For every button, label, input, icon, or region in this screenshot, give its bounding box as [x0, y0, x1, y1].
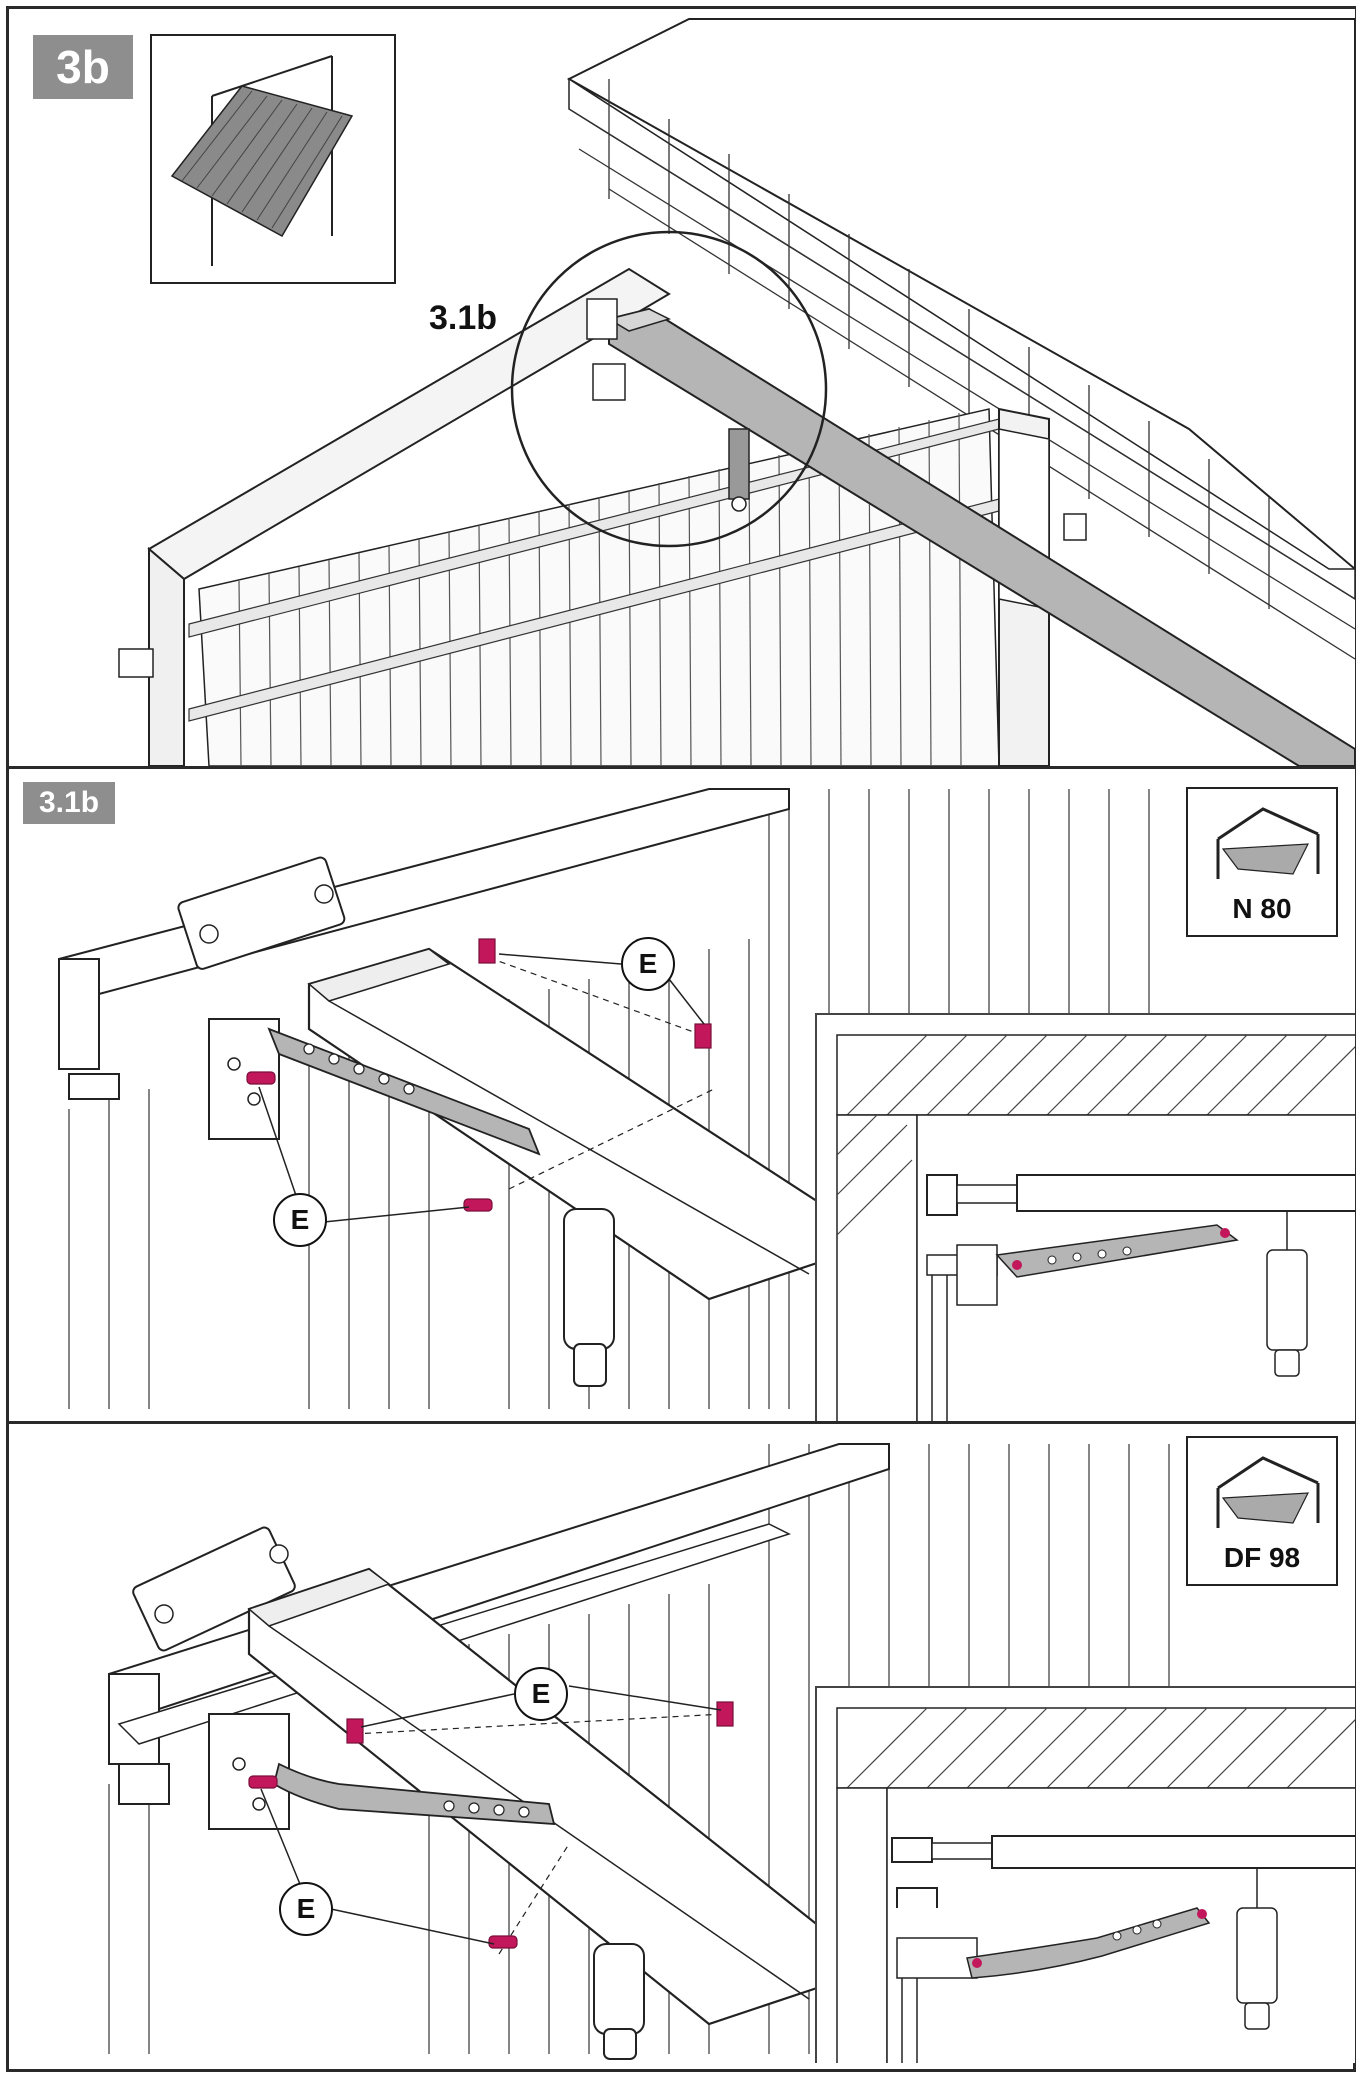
- fastener-label-e: E: [621, 937, 675, 991]
- n80-section-inset: [815, 1013, 1355, 1421]
- step-tag-3-1b: 3.1b: [23, 782, 115, 824]
- detail-callout-3-1b: 3.1b: [429, 299, 498, 337]
- up-and-over-door-icon: [170, 55, 354, 266]
- n80-section-diagram: [836, 1034, 1355, 1421]
- model-label: DF 98: [1223, 1542, 1301, 1573]
- df98-section-inset: [815, 1686, 1355, 2063]
- panel-df98: DF 98 E E: [9, 1424, 1355, 2063]
- df98-section-diagram: [836, 1707, 1355, 2063]
- panel-3-1b-n80: 3.1b N 80 E E: [9, 769, 1355, 1421]
- step-tag-3b: 3b: [33, 35, 133, 99]
- ceiling-opener-icon: [1216, 807, 1320, 879]
- model-badge-df98: DF 98: [1186, 1436, 1338, 1586]
- panel-divider: [9, 1421, 1355, 1424]
- panel-3b: 3b 3.1b: [9, 9, 1355, 766]
- n80-mounting-illustration: [58, 788, 1150, 1409]
- model-badge-n80: N 80: [1186, 787, 1338, 937]
- panel-divider: [9, 766, 1355, 769]
- garage-overview-illustration: [118, 18, 1355, 766]
- fastener-label-e: E: [273, 1193, 327, 1247]
- fastener-label-e: E: [514, 1667, 568, 1721]
- df98-mounting-illustration: [108, 1443, 1170, 2060]
- fastener-label-e: E: [279, 1882, 333, 1936]
- door-type-thumbnail: [150, 34, 396, 284]
- model-label: N 80: [1232, 893, 1292, 924]
- ceiling-opener-icon: [1216, 1456, 1320, 1528]
